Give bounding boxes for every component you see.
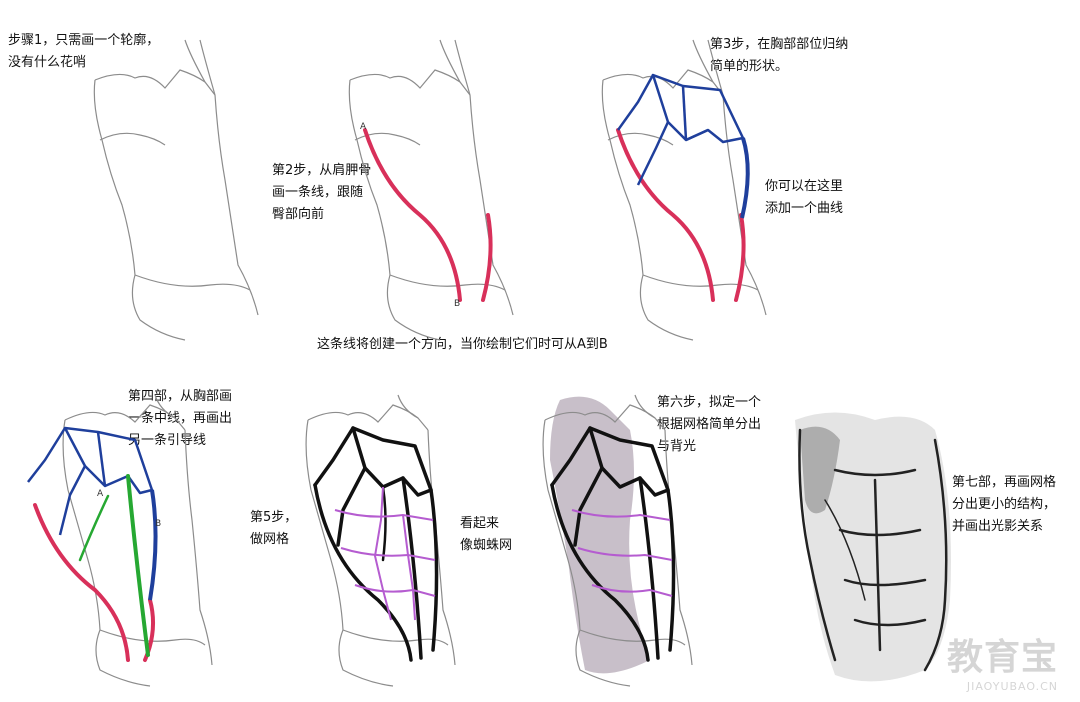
figure-step6 — [542, 394, 693, 687]
caption-step6: 第六步，拟定一个 根据网格简单分出 与背光 — [657, 395, 762, 454]
caption-direction-note: 这条线将创建一个方向，当你绘制它们时可从A到B — [317, 337, 608, 352]
marker-a-step2: A — [360, 122, 367, 132]
figure-step7 — [795, 412, 951, 682]
figure-step4 — [27, 394, 213, 687]
caption-step4: 第四部，从胸部画 一条中线，再画出 另一条引导线 — [128, 389, 233, 448]
watermark-cn: 教育宝 — [946, 637, 1058, 678]
watermark-en: JIAOYUBAO.CN — [966, 680, 1058, 693]
caption-step1: 步骤1，只需画一个轮廓， 没有什么花哨 — [8, 33, 160, 70]
caption-step5: 第5步， 做网格 — [250, 510, 298, 547]
marker-b-step2: B — [454, 299, 460, 309]
marker-a-step4: A — [97, 489, 104, 499]
figure-step1 — [93, 39, 259, 341]
caption-step3: 第3步，在胸部部位归纳 简单的形状。 — [710, 37, 849, 74]
figure-step2 — [348, 39, 514, 341]
caption-curve-tip: 你可以在这里 添加一个曲线 — [765, 179, 844, 216]
watermark: 教育宝 JIAOYUBAO.CN — [947, 628, 1058, 693]
marker-b-step4: B — [155, 519, 161, 529]
caption-spider: 看起来 像蜘蛛网 — [460, 516, 513, 553]
figure-step3 — [601, 39, 767, 341]
caption-step7: 第七部，再画网格 分出更小的结构， 并画出光影关系 — [952, 475, 1057, 534]
caption-step2: 第2步，从肩胛骨 画一条线，跟随 臀部向前 — [272, 163, 372, 222]
figure-step5 — [305, 394, 456, 687]
